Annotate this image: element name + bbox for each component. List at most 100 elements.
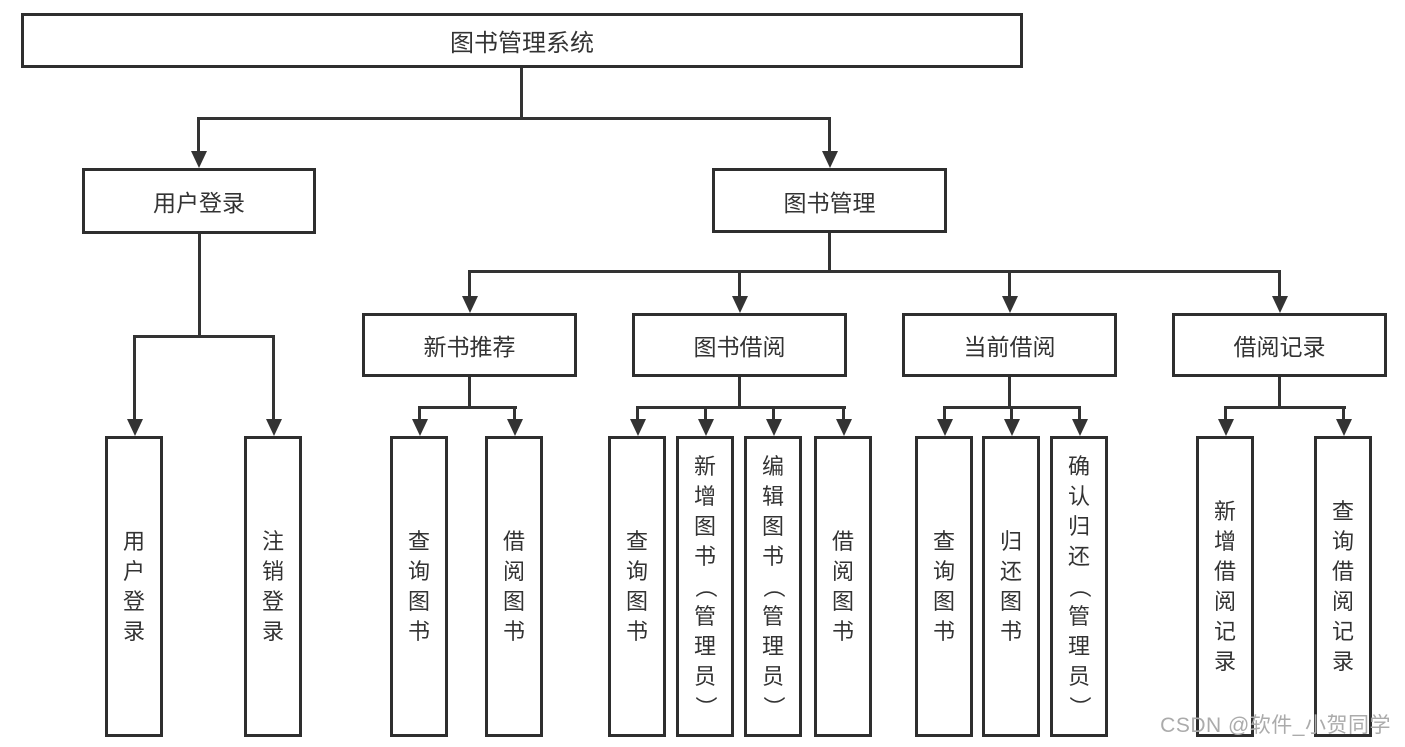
csdn-watermark: CSDN @软件_小贺同学 — [1160, 714, 1391, 737]
leaf-edit-books-admin: 编辑图书（管理员） — [744, 436, 802, 737]
leaf-query-books-borrowing-label: 查询图书 — [626, 527, 648, 647]
vertical-char: 增 — [1213, 528, 1236, 554]
vertical-char: 管 — [693, 603, 716, 629]
vertical-char: 新 — [693, 453, 716, 479]
arrowhead-to-leaf-g3-1 — [1335, 419, 1352, 436]
node-book-borrowing-label: 图书借阅 — [693, 334, 786, 360]
arrowhead-to-leaf-g1-1 — [697, 419, 714, 436]
leaf-user-login-label: 用户登录 — [123, 527, 145, 647]
arrowhead-to-leaf-g0-1 — [506, 419, 523, 436]
arrowhead-to-leaf-g2-0 — [936, 419, 953, 436]
node-current-borrowing: 当前借阅 — [902, 313, 1117, 377]
leaf-add-books-admin: 新增图书（管理员） — [676, 436, 734, 737]
vertical-char: 辑 — [761, 483, 784, 509]
connector-book-mgmt-bar — [468, 270, 1281, 273]
node-borrowing-records: 借阅记录 — [1172, 313, 1387, 377]
leaf-add-borrow-record-label: 新增借阅记录 — [1214, 497, 1236, 677]
leaf-return-books: 归还图书 — [982, 436, 1040, 737]
vertical-char: 询 — [932, 558, 955, 584]
vertical-char: 查 — [407, 528, 430, 554]
connector-drop-leaf-g0-1 — [513, 406, 516, 421]
connector-user-login-stem — [198, 234, 201, 338]
node-borrowing-records-label: 借阅记录 — [1233, 334, 1326, 360]
arrowhead-to-leaf-g1-2 — [765, 419, 782, 436]
vertical-char: 询 — [1331, 528, 1354, 554]
vertical-char: 图 — [999, 588, 1022, 614]
connector-records-bar — [1224, 406, 1346, 409]
vertical-char: 图 — [693, 513, 716, 539]
vertical-char: 归 — [999, 528, 1022, 554]
node-new-book-recommend: 新书推荐 — [362, 313, 577, 377]
connector-drop-leaf-g3-0 — [1224, 406, 1227, 421]
vertical-char: 管 — [761, 603, 784, 629]
connector-drop-l3-recommend — [468, 270, 471, 298]
node-new-book-recommend-label: 新书推荐 — [423, 334, 516, 360]
arrowhead-to-records — [1271, 296, 1288, 313]
arrowhead-to-leaf-g3-0 — [1217, 419, 1234, 436]
vertical-char: 登 — [122, 588, 145, 614]
node-book-borrowing: 图书借阅 — [632, 313, 847, 377]
vertical-char: 阅 — [1331, 588, 1354, 614]
leaf-query-borrow-record: 查询借阅记录 — [1314, 436, 1372, 737]
leaf-query-books-recommend-label: 查询图书 — [408, 527, 430, 647]
vertical-char: 录 — [122, 618, 145, 644]
vertical-char: 阅 — [502, 558, 525, 584]
arrowhead-to-leaf-g1-3 — [835, 419, 852, 436]
vertical-char: 还 — [1067, 543, 1090, 569]
vertical-char: 记 — [1331, 618, 1354, 644]
vertical-char: 书 — [502, 618, 525, 644]
leaf-edit-books-admin-label: 编辑图书（管理员） — [761, 452, 786, 722]
vertical-char: 阅 — [831, 558, 854, 584]
leaf-borrow-books-borrowing-label: 借阅图书 — [832, 527, 854, 647]
vertical-char: 图 — [932, 588, 955, 614]
leaf-add-borrow-record: 新增借阅记录 — [1196, 436, 1254, 737]
vertical-char: 询 — [407, 558, 430, 584]
vertical-char: 借 — [831, 528, 854, 554]
leaf-confirm-return-admin-label: 确认归还（管理员） — [1067, 452, 1092, 722]
leaf-logout: 注销登录 — [244, 436, 302, 737]
vertical-char: 编 — [761, 453, 784, 479]
vertical-char: 注 — [261, 528, 284, 554]
vertical-char: 新 — [1213, 498, 1236, 524]
connector-recommend-bar — [418, 406, 517, 409]
connector-borrowing-bar — [636, 406, 846, 409]
arrowhead-to-leaf-login — [126, 419, 143, 436]
vertical-char: 询 — [625, 558, 648, 584]
vertical-char: 登 — [261, 588, 284, 614]
vertical-char: 理 — [1067, 633, 1090, 659]
vertical-char: 书 — [693, 543, 716, 569]
vertical-char: 查 — [625, 528, 648, 554]
vertical-char: ） — [1066, 695, 1092, 718]
leaf-return-books-label: 归还图书 — [1000, 527, 1022, 647]
vertical-char: （ — [760, 575, 786, 598]
node-book-management-label: 图书管理 — [783, 189, 876, 216]
vertical-char: ） — [760, 695, 786, 718]
vertical-char: 书 — [999, 618, 1022, 644]
vertical-char: 增 — [693, 483, 716, 509]
leaf-confirm-return-admin: 确认归还（管理员） — [1050, 436, 1108, 737]
arrowhead-to-leaf-logout — [265, 419, 282, 436]
vertical-char: 查 — [1331, 498, 1354, 524]
arrowhead-to-leaf-g2-1 — [1003, 419, 1020, 436]
vertical-char: ） — [692, 695, 718, 718]
arrowhead-to-book-mgmt — [821, 151, 838, 168]
connector-drop-leaf-logout — [272, 335, 275, 421]
vertical-char: 录 — [261, 618, 284, 644]
connector-drop-l3-current — [1008, 270, 1011, 298]
vertical-char: （ — [692, 575, 718, 598]
arrowhead-to-borrowing — [731, 296, 748, 313]
connector-drop-leaf-g1-1 — [704, 406, 707, 421]
node-current-borrowing-label: 当前借阅 — [963, 334, 1056, 360]
connector-current-stem — [1008, 377, 1011, 408]
vertical-char: 书 — [932, 618, 955, 644]
arrowhead-to-current — [1001, 296, 1018, 313]
connector-drop-leaf-g0-0 — [418, 406, 421, 421]
connector-drop-leaf-g2-0 — [943, 406, 946, 421]
connector-drop-user-login — [197, 117, 200, 153]
leaf-query-books-current: 查询图书 — [915, 436, 973, 737]
vertical-char: 图 — [831, 588, 854, 614]
leaf-query-books-borrowing: 查询图书 — [608, 436, 666, 737]
leaf-borrow-books-borrowing: 借阅图书 — [814, 436, 872, 737]
vertical-char: 理 — [761, 633, 784, 659]
